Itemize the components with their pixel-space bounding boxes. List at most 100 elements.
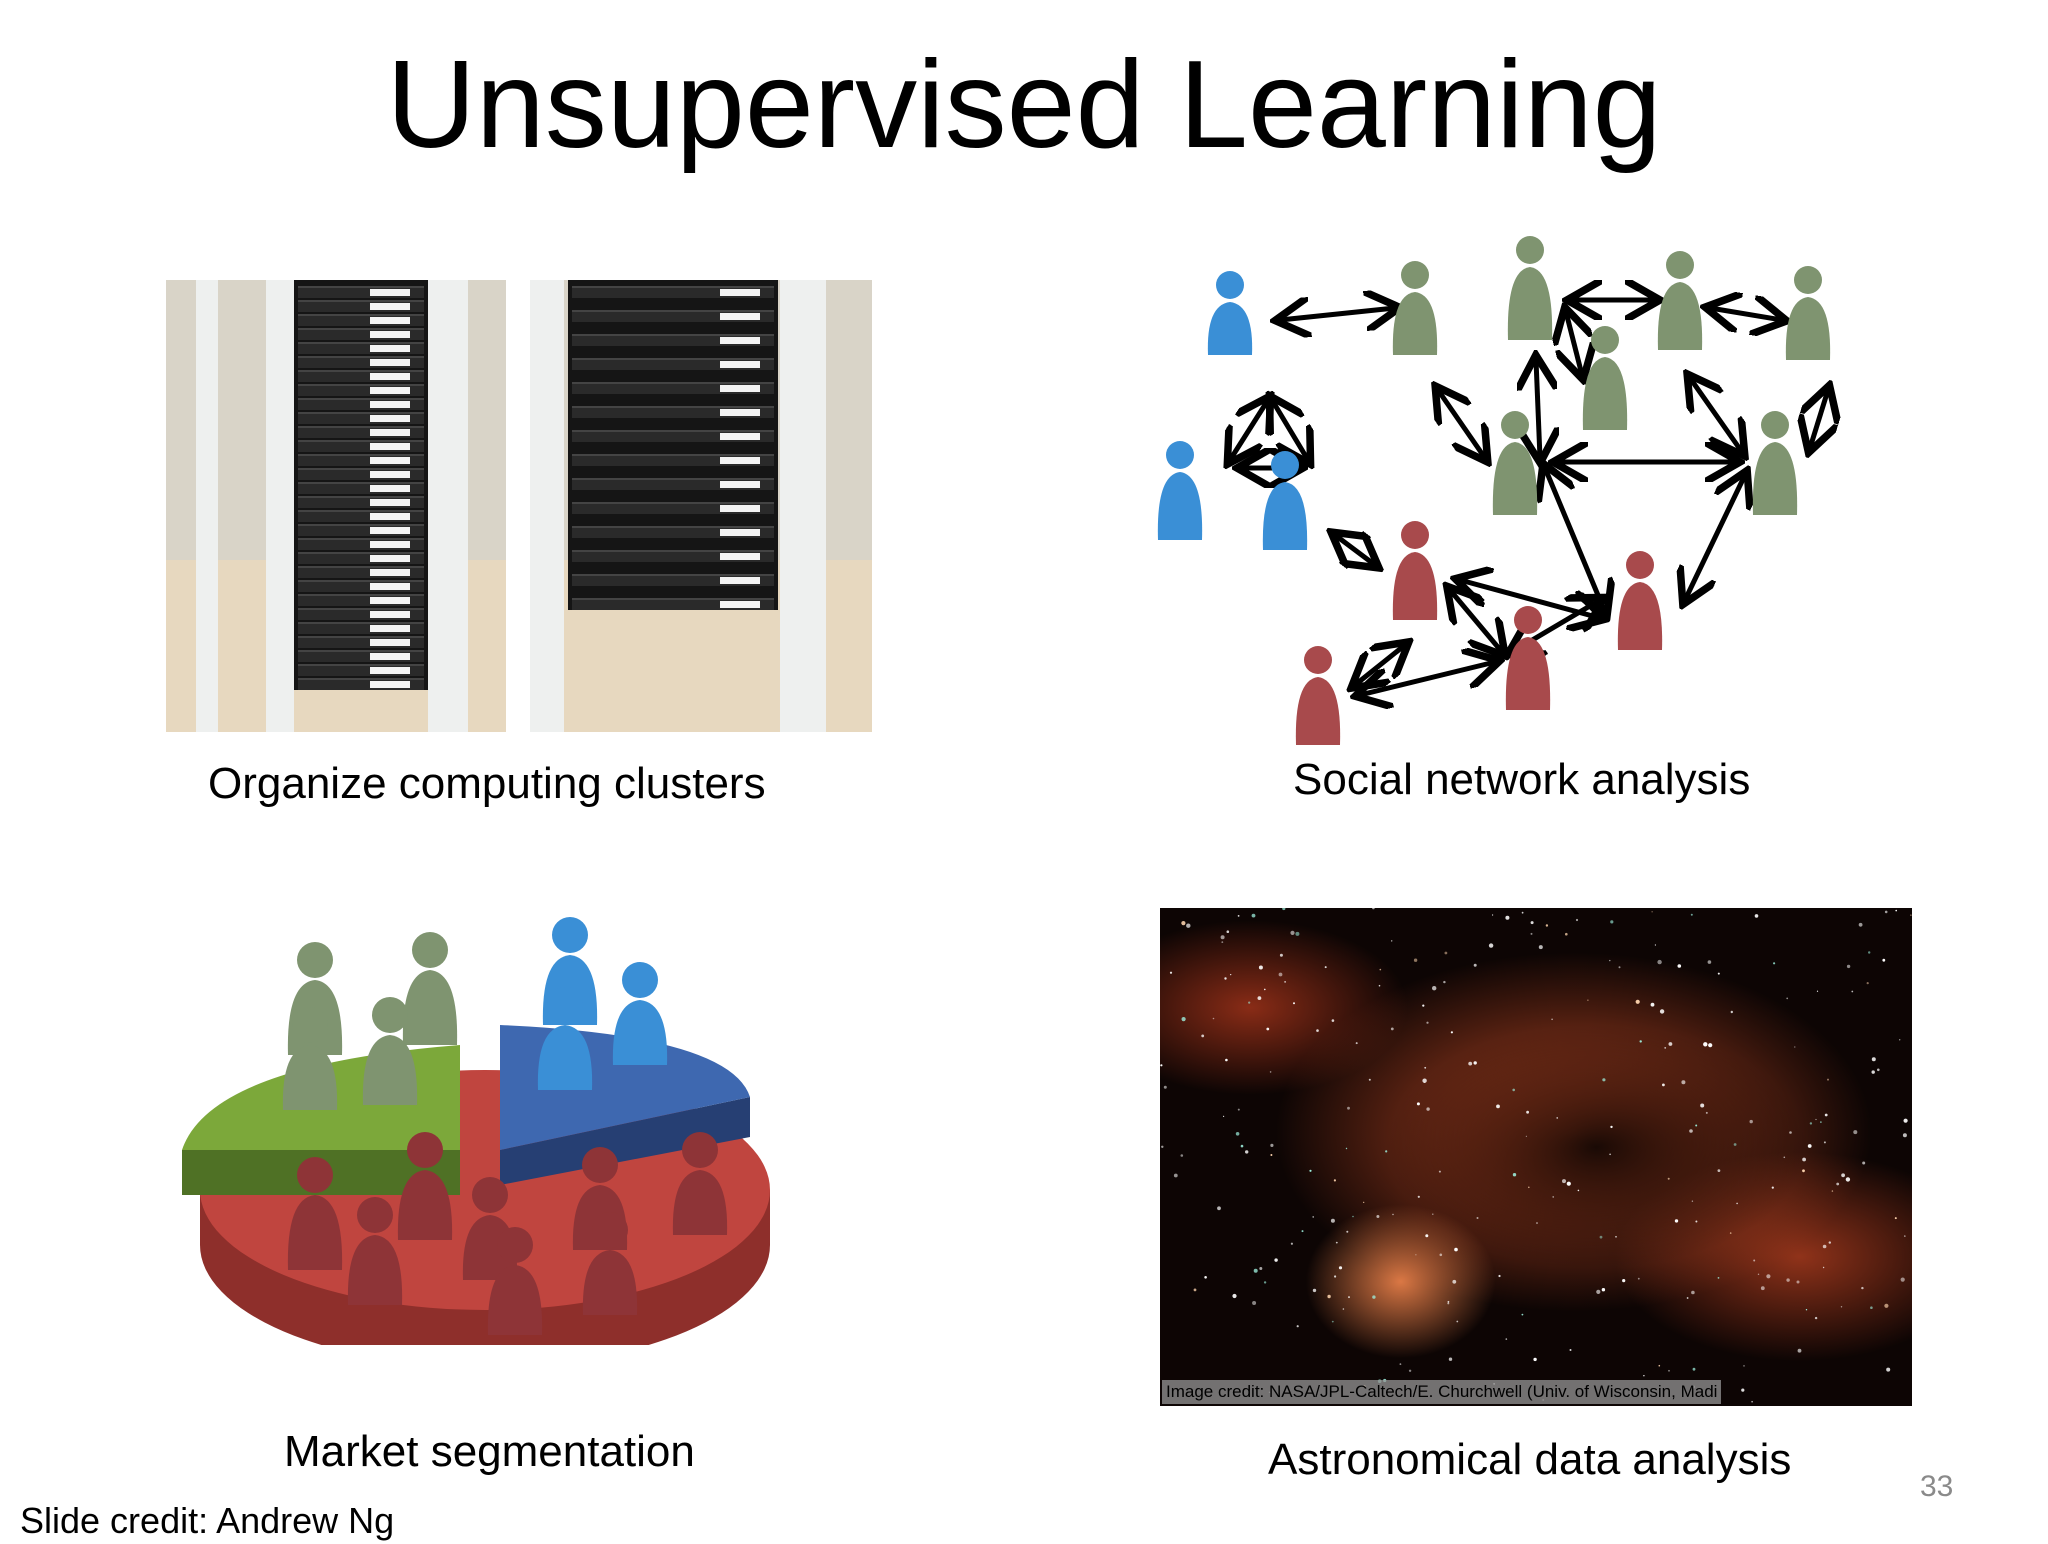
star	[1866, 982, 1869, 985]
star	[1438, 1170, 1441, 1173]
star	[1882, 958, 1886, 962]
star	[1707, 960, 1712, 964]
star	[1528, 1186, 1530, 1189]
star	[1422, 1078, 1427, 1083]
star	[1609, 1153, 1611, 1156]
star	[1536, 1222, 1538, 1224]
star	[1230, 974, 1232, 976]
star	[1372, 1295, 1376, 1299]
slide-title: Unsupervised Learning	[386, 36, 1662, 174]
star	[1225, 1058, 1228, 1062]
star	[1658, 1364, 1661, 1367]
star	[1664, 1047, 1667, 1049]
star	[1498, 1274, 1501, 1278]
star	[1221, 941, 1224, 943]
network-edges	[1230, 300, 1828, 695]
server-unit	[298, 496, 424, 508]
star	[1695, 1124, 1698, 1127]
caption-computing-clusters: Organize computing clusters	[208, 759, 766, 808]
server-unit	[298, 468, 424, 480]
star	[1809, 1122, 1813, 1125]
star	[1815, 1118, 1817, 1121]
star	[1871, 1070, 1875, 1074]
star	[1432, 1213, 1434, 1215]
star	[1783, 1156, 1786, 1159]
star	[1757, 1273, 1760, 1275]
star	[1802, 1169, 1805, 1173]
star	[1232, 1293, 1237, 1299]
star	[1263, 1281, 1267, 1284]
star	[1899, 1039, 1901, 1041]
star	[1657, 959, 1662, 965]
star	[1186, 923, 1191, 928]
server-unit	[298, 398, 424, 410]
star	[1622, 1279, 1626, 1283]
star	[1424, 1066, 1427, 1069]
server-unit	[572, 526, 774, 538]
star	[1822, 1266, 1825, 1269]
star	[1703, 1042, 1708, 1047]
star	[1295, 931, 1300, 936]
star	[1309, 1169, 1312, 1172]
star	[1596, 1289, 1601, 1294]
server-unit	[298, 650, 424, 662]
server-unit	[298, 356, 424, 368]
star	[1729, 1232, 1732, 1234]
star	[1316, 1029, 1319, 1032]
star	[1674, 1219, 1679, 1223]
star	[1512, 1173, 1517, 1177]
star	[1668, 1369, 1670, 1372]
star	[1807, 1144, 1812, 1148]
star	[1342, 1308, 1345, 1310]
star	[1814, 1316, 1818, 1320]
star	[1452, 1279, 1457, 1284]
star	[1235, 1132, 1240, 1136]
star	[1668, 1042, 1673, 1046]
star	[1324, 966, 1327, 969]
server-unit	[298, 664, 424, 676]
star	[1274, 1258, 1278, 1262]
star	[1871, 1057, 1876, 1062]
star	[1505, 1338, 1508, 1340]
star	[1601, 1288, 1606, 1292]
server-unit	[298, 440, 424, 452]
social-network-diagram	[1157, 236, 1870, 745]
star	[1705, 1111, 1708, 1114]
star	[1565, 932, 1568, 936]
star	[1372, 908, 1375, 910]
server-unit	[572, 382, 774, 394]
server-unit	[572, 598, 774, 610]
star	[1253, 1268, 1258, 1273]
computing-clusters-image	[166, 280, 872, 732]
star	[1822, 1244, 1827, 1249]
server-unit	[572, 478, 774, 490]
star	[1796, 1280, 1800, 1284]
star	[1751, 1400, 1753, 1403]
star	[1689, 1129, 1693, 1133]
star	[1816, 990, 1819, 992]
slide-credit: Slide credit: Andrew Ng	[20, 1500, 395, 1541]
star	[1569, 1349, 1572, 1351]
star	[1301, 1230, 1304, 1233]
star	[1609, 959, 1611, 962]
page-number: 33	[1920, 1470, 1954, 1503]
star	[1599, 1235, 1603, 1239]
star	[1226, 930, 1230, 933]
star	[1447, 1300, 1450, 1303]
star	[1533, 1357, 1537, 1362]
star	[1355, 1042, 1358, 1045]
star	[1824, 1113, 1828, 1117]
star	[1545, 924, 1549, 927]
star	[1895, 909, 1897, 912]
star	[1248, 1001, 1251, 1004]
star	[1692, 1367, 1696, 1371]
star	[1258, 965, 1263, 970]
star	[1505, 915, 1510, 920]
star	[1562, 1179, 1566, 1184]
star	[1577, 1189, 1580, 1192]
star	[1659, 1009, 1665, 1014]
star	[1786, 1278, 1790, 1282]
star	[1575, 918, 1579, 922]
star	[1450, 1031, 1453, 1034]
star	[1662, 1083, 1665, 1087]
